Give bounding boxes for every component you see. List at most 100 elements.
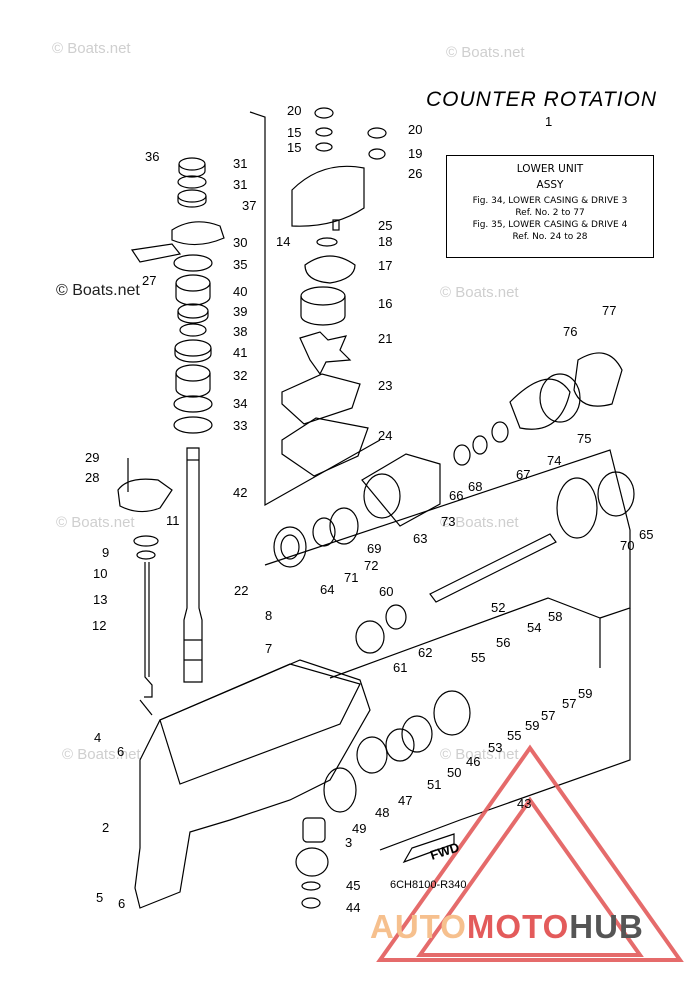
reference-line: Fig. 35, LOWER CASING & DRIVE 4 xyxy=(472,220,628,230)
shift-housing xyxy=(117,478,173,513)
reference-line: Fig. 34, LOWER CASING & DRIVE 3 xyxy=(472,196,628,206)
part-label: 7 xyxy=(265,641,272,656)
part-label: 14 xyxy=(276,234,290,249)
bracket xyxy=(130,243,182,263)
part-label: 28 xyxy=(85,470,99,485)
watermark: © Boats.net xyxy=(52,40,131,57)
part-label: 37 xyxy=(242,198,256,213)
part-label: 16 xyxy=(378,296,392,311)
part-label: 61 xyxy=(393,660,407,675)
part-label: 31 xyxy=(233,156,247,171)
part-label: 43 xyxy=(517,796,531,811)
part-label: 47 xyxy=(398,793,412,808)
part-label: 32 xyxy=(233,368,247,383)
watermark: © Boats.net xyxy=(56,514,135,531)
part-label: 48 xyxy=(375,805,389,820)
part-label: 57 xyxy=(541,708,555,723)
part-label: 19 xyxy=(408,146,422,161)
drive-shaft-bearing-stack xyxy=(171,157,225,434)
part-label: 44 xyxy=(346,900,360,915)
reference-line: Ref. No. 24 to 28 xyxy=(512,232,588,242)
part-label: 45 xyxy=(346,878,360,893)
part-label: 51 xyxy=(427,777,441,792)
part-label: 8 xyxy=(265,608,272,623)
part-label: 38 xyxy=(233,324,247,339)
part-label: 30 xyxy=(233,235,247,250)
part-label: 76 xyxy=(563,324,577,339)
part-label: 3 xyxy=(345,835,352,850)
part-label: 46 xyxy=(466,754,480,769)
watermark: © Boats.net xyxy=(440,514,519,531)
brand-part: MOTO xyxy=(466,908,570,945)
part-label: 2 xyxy=(102,820,109,835)
part-label: 9 xyxy=(102,545,109,560)
part-label: 15 xyxy=(287,140,301,155)
part-label: 34 xyxy=(233,396,247,411)
drive-shaft xyxy=(183,447,203,683)
water-pump-assembly xyxy=(281,107,387,477)
part-label: 20 xyxy=(287,103,301,118)
reference-line: LOWER UNIT xyxy=(516,163,584,175)
part-label: 36 xyxy=(145,149,159,164)
part-label: 74 xyxy=(547,453,561,468)
water-pump-group-outline xyxy=(249,111,381,507)
brand-part: HUB xyxy=(569,908,644,945)
brand-triangle-logo xyxy=(376,744,684,962)
propeller-shaft-group-outline xyxy=(264,449,631,619)
reference-box: LOWER UNIT ASSY Fig. 34, LOWER CASING & … xyxy=(446,155,654,258)
part-label: 5 xyxy=(96,890,103,905)
part-label: 29 xyxy=(85,450,99,465)
part-label: 62 xyxy=(418,645,432,660)
part-label: 17 xyxy=(378,258,392,273)
reference-line: Ref. No. 2 to 77 xyxy=(515,208,585,218)
part-label: 54 xyxy=(527,620,541,635)
watermark: © Boats.net xyxy=(62,746,141,763)
diagram-title: COUNTER ROTATION xyxy=(426,88,658,111)
brand-part: AUTO xyxy=(370,908,467,945)
part-label: 53 xyxy=(488,740,502,755)
part-label: 65 xyxy=(639,527,653,542)
part-label: 35 xyxy=(233,257,247,272)
part-label: 1 xyxy=(545,114,552,129)
watermark: © Boats.net xyxy=(440,746,519,763)
part-label: 20 xyxy=(408,122,422,137)
part-label: 60 xyxy=(379,584,393,599)
part-label: 55 xyxy=(471,650,485,665)
part-label: 24 xyxy=(378,428,392,443)
svg-text:FWD: FWD xyxy=(428,839,461,862)
watermark: © Boats.net xyxy=(440,284,519,301)
part-label: 64 xyxy=(320,582,334,597)
part-label: 49 xyxy=(352,821,366,836)
lower-casing xyxy=(134,659,371,909)
part-label: 31 xyxy=(233,177,247,192)
part-label: 70 xyxy=(620,538,634,553)
part-label: 21 xyxy=(378,331,392,346)
part-label: 59 xyxy=(578,686,592,701)
part-label: 42 xyxy=(233,485,247,500)
part-label: 52 xyxy=(491,600,505,615)
brand-logo: AUTOMOTOHUB xyxy=(370,908,644,946)
part-label: 50 xyxy=(447,765,461,780)
watermark: © Boats.net xyxy=(446,44,525,61)
part-label: 63 xyxy=(413,531,427,546)
reference-line: ASSY xyxy=(536,179,564,191)
part-label: 71 xyxy=(344,570,358,585)
part-label: 41 xyxy=(233,345,247,360)
part-label: 13 xyxy=(93,592,107,607)
part-label: 40 xyxy=(233,284,247,299)
part-label: 10 xyxy=(93,566,107,581)
part-label: 39 xyxy=(233,304,247,319)
part-number-labels: 1 2 3 4 5 6 6 7 8 9 10 11 12 13 14 15 15… xyxy=(85,103,653,915)
part-label: 23 xyxy=(378,378,392,393)
part-label: 12 xyxy=(92,618,106,633)
part-label: 18 xyxy=(378,234,392,249)
part-label: 11 xyxy=(166,513,180,528)
part-label: 15 xyxy=(287,125,301,140)
part-label: 67 xyxy=(516,467,530,482)
part-label: 75 xyxy=(577,431,591,446)
propeller-shaft-assembly xyxy=(273,352,635,909)
part-label: 57 xyxy=(562,696,576,711)
part-label: 68 xyxy=(468,479,482,494)
